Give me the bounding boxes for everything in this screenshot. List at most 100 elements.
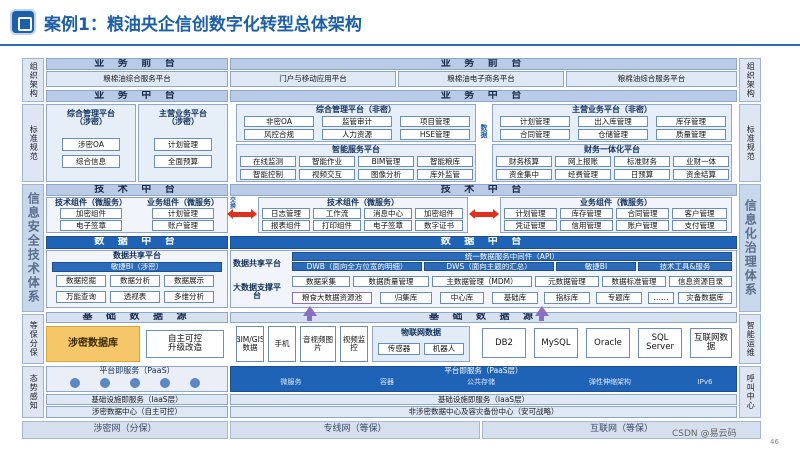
mgmt-item: HSE管理 bbox=[400, 129, 470, 140]
source-right: 互联网数据 bbox=[690, 328, 732, 358]
band-biz-front-right: 业 务 前 台 bbox=[230, 58, 737, 70]
tech-secret-t1: 技术组件（微服务） bbox=[55, 198, 127, 207]
iaas-right: 基础设施即服务（IaaS层） bbox=[230, 394, 737, 405]
tech-secret-item: 电子签章 bbox=[60, 220, 122, 231]
data-row3-item: …… bbox=[648, 292, 674, 304]
grid-icon bbox=[70, 378, 80, 388]
secret-oa: 涉密OA bbox=[62, 138, 120, 151]
source-right: Oracle bbox=[586, 328, 630, 358]
exchange-arrow-left bbox=[227, 209, 257, 219]
network-internet: 互联网（等保） bbox=[482, 421, 761, 439]
header-bar bbox=[0, 0, 800, 44]
bi-bar: 敏捷BI bbox=[556, 262, 636, 271]
data-secret-item: 透视表 bbox=[110, 291, 160, 303]
tech-secret-item: 加密组件 bbox=[60, 208, 122, 219]
smart-item: 智能控制 bbox=[240, 169, 296, 180]
iot-item: 传感器 bbox=[378, 343, 420, 355]
up-arrow bbox=[303, 306, 317, 316]
right-label-gov: 信息化治理体系 bbox=[739, 184, 761, 312]
dc-right: 非涉密数据中心及容灾备份中心（安可战略） bbox=[230, 406, 737, 418]
tech-comp-item: 工作流 bbox=[313, 208, 361, 219]
main-biz-item: 质量管理 bbox=[656, 129, 726, 140]
paas-left: 平台即服务（PaaS） bbox=[99, 366, 175, 375]
data-row3-item: 指标库 bbox=[544, 292, 590, 304]
data-secret-item: 数据分析 bbox=[110, 275, 160, 287]
self-control: 自主可控 升级改造 bbox=[146, 330, 224, 358]
scale-icon bbox=[190, 378, 200, 388]
left-label-std: 标准规范 bbox=[22, 104, 44, 182]
biz-comp-item: 账户管理 bbox=[616, 220, 669, 231]
left-label-grade: 等保分保 bbox=[22, 314, 44, 364]
up-arrow bbox=[535, 306, 549, 316]
smart-item: BIM管理 bbox=[358, 156, 414, 167]
secret-biz-title: 主营业务平台 （涉密） bbox=[159, 108, 207, 126]
secret-db: 涉密数据库 bbox=[46, 326, 140, 362]
left-label-org: 组织架构 bbox=[22, 58, 44, 102]
band-biz-front-left: 业 务 前 台 bbox=[46, 58, 228, 70]
front-item-right: 粮棉油综合服务平台 bbox=[566, 71, 737, 87]
data-row2-item: 元数据管理 bbox=[535, 276, 599, 287]
right-label-call: 呼叫中心 bbox=[739, 366, 761, 418]
biz-comp-item: 客户管理 bbox=[672, 208, 727, 219]
secret-mgmt-title: 综合管理平台 （涉密） bbox=[67, 108, 115, 126]
finance-item: 资金结算 bbox=[673, 169, 729, 180]
data-row3-item: 归集库 bbox=[380, 292, 432, 304]
source-right: DB2 bbox=[482, 328, 526, 358]
band-data-src-left: 基 础 数 据 源 bbox=[46, 312, 228, 323]
dc-left: 涉密数据中心（自主可控） bbox=[46, 406, 228, 418]
mgmt-item: 非密OA bbox=[244, 116, 314, 127]
iot-item: 机器人 bbox=[424, 343, 464, 355]
main-biz-item: 计划管理 bbox=[500, 116, 570, 127]
page-number: 46 bbox=[770, 438, 779, 446]
source-left: 视频监控 bbox=[340, 326, 368, 362]
band-tech-mid-left: 技 术 中 台 bbox=[46, 184, 228, 196]
mgmt-title: 综合管理平台（非密） bbox=[316, 105, 396, 114]
biz-comp-item: 凭证管理 bbox=[504, 220, 557, 231]
finance-item: 财务核算 bbox=[496, 156, 552, 167]
paas-icon-label: 公共存储 bbox=[467, 378, 495, 387]
data-row2-item: 数据标准管理 bbox=[602, 276, 666, 287]
dwb-bar: DWB（面向全方位宽的明细） bbox=[292, 262, 422, 271]
api-bar: 统一数据服务中间件（API） bbox=[292, 252, 732, 261]
data-secret-share: 数据共享平台 bbox=[113, 251, 161, 260]
tech-comp-item: 加密组件 bbox=[415, 208, 463, 219]
main-biz-title: 主营业务平台（非密） bbox=[572, 105, 652, 114]
mgmt-item: 监管审计 bbox=[322, 116, 392, 127]
finance-item: 网上报账 bbox=[555, 156, 611, 167]
smart-item: 智能粮库 bbox=[417, 156, 473, 167]
gear-icon bbox=[160, 378, 170, 388]
band-biz-mid-left: 业 务 中 台 bbox=[46, 90, 228, 102]
data-secret-item: 数据展示 bbox=[164, 275, 214, 287]
left-label-sec: 信息安全技术体系 bbox=[22, 184, 44, 312]
data-secret-item: 万能查询 bbox=[56, 291, 106, 303]
paas-right: 平台即服务（PaaS层） bbox=[444, 366, 523, 376]
mid-side-label: 数据 bbox=[480, 124, 488, 139]
data-row2-item: 数据质量管理 bbox=[353, 276, 429, 287]
tech-comp-item: 数字证书 bbox=[415, 220, 463, 231]
data-row2-item: 主数据管理（MDM） bbox=[432, 276, 532, 287]
right-label-ops: 智能运维 bbox=[739, 314, 761, 364]
biz-comp-item: 支付管理 bbox=[672, 220, 727, 231]
data-secret-item: 多维分析 bbox=[164, 291, 214, 303]
tech-secret-item: 账户管理 bbox=[152, 220, 214, 231]
network-secret: 涉密网（分保） bbox=[22, 421, 228, 439]
up-arrow-stem bbox=[539, 315, 544, 321]
paas-icon-label: 微服务 bbox=[280, 378, 302, 387]
left-label-sense: 态势感知 bbox=[22, 366, 44, 418]
secret-info: 综合信息 bbox=[62, 155, 120, 168]
finance-item: 经费管理 bbox=[555, 169, 611, 180]
data-row2-item: 信息资源目录 bbox=[669, 276, 732, 287]
tech-secret-item: 计划管理 bbox=[152, 208, 214, 219]
smart-item: 图像分析 bbox=[358, 169, 414, 180]
data-secret-bi: 敏捷BI（涉密） bbox=[52, 262, 222, 272]
tech-comp-item: 电子签章 bbox=[364, 220, 412, 231]
network-private: 专线网（等保） bbox=[230, 421, 480, 439]
cloud-icon bbox=[100, 378, 110, 388]
source-left: 音视频图片 bbox=[300, 326, 336, 362]
band-data-src-right: 基 础 数 据 源 bbox=[230, 312, 737, 323]
paas-icon-label: IPv6 bbox=[697, 378, 713, 387]
up-arrow-stem bbox=[307, 315, 312, 321]
data-row3-item: 中心库 bbox=[440, 292, 484, 304]
paas-icon-label: 容器 bbox=[380, 378, 394, 387]
watermark: CSDN @易云码 bbox=[672, 429, 737, 439]
